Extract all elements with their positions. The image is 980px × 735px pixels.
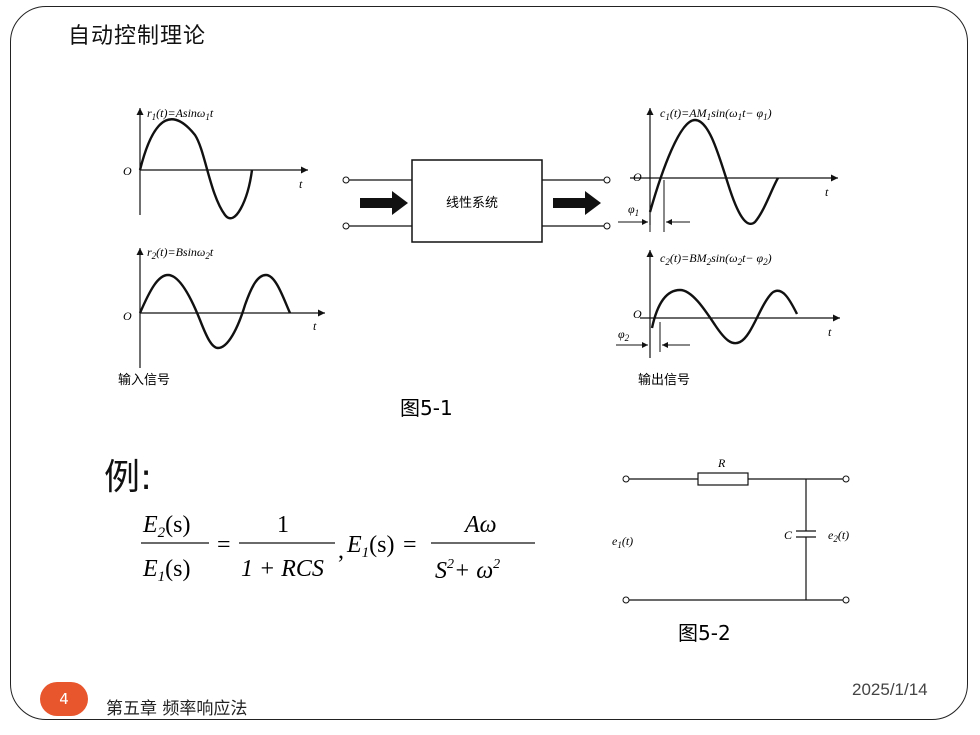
- input2-label: r2(t)=Bsinω2t: [147, 245, 214, 261]
- e1-label: e1(t): [612, 534, 633, 550]
- figure-5-2-rc-circuit: R C e1(t) e2(t) 图5-2: [612, 456, 850, 645]
- figure-5-1: r1(t)=Asinω1t O t r2(t)=Bsinω2t O t 线性系统: [118, 106, 840, 420]
- footer-date: 2025/1/14: [852, 680, 928, 699]
- figure-5-1-caption: 图5-1: [400, 396, 453, 420]
- eq-one: 1: [277, 512, 289, 538]
- eq-a-omega: Aω: [463, 512, 497, 538]
- input-signal-1-plot: r1(t)=Asinω1t O t: [123, 106, 308, 220]
- page-number-badge: 4: [40, 682, 88, 716]
- resistor: [697, 472, 749, 486]
- input1-t-label: t: [299, 177, 303, 191]
- eq-denominator: 1 + RCS: [241, 556, 324, 582]
- eq-comma: ,: [338, 538, 344, 564]
- eq-lhs-denominator: E1(s): [142, 556, 191, 585]
- output2-phi: φ2: [618, 327, 630, 343]
- input2-t-label: t: [313, 319, 317, 333]
- slide-frame: [10, 6, 968, 720]
- example-label: 例:: [104, 457, 153, 498]
- input-signals-label: 输入信号: [118, 372, 170, 388]
- output2-label: c2(t)=BM2sin(ω2t− φ2): [660, 251, 772, 267]
- slide-header-title: 自动控制理论: [68, 24, 207, 49]
- e2-label: e2(t): [828, 528, 849, 544]
- output-arrow: [553, 191, 601, 215]
- output1-phi: φ1: [628, 202, 639, 218]
- capacitor-label: C: [784, 528, 793, 542]
- input2-origin: O: [123, 309, 132, 323]
- input1-origin: O: [123, 164, 132, 178]
- system-label: 线性系统: [446, 196, 498, 211]
- input1-label: r1(t)=Asinω1t: [147, 106, 214, 122]
- eq-equals-2: =: [403, 532, 417, 558]
- eq-e1: E1(s): [346, 532, 395, 561]
- output1-wave: [648, 118, 780, 225]
- output2-wave: [650, 288, 799, 345]
- input-signal-2-plot: r2(t)=Bsinω2t O t: [123, 245, 325, 368]
- figure-5-2-caption: 图5-2: [678, 621, 731, 645]
- transfer-function-equation: E2(s) E1(s) = 1 1 + RCS , E1(s) = Aω S2+…: [141, 512, 535, 585]
- eq-s-squared-plus-omega-squared: S2+ ω2: [435, 557, 500, 584]
- output-signals-label: 输出信号: [638, 372, 690, 388]
- eq-equals-1: =: [217, 532, 231, 558]
- linear-system-block: 线性系统: [342, 159, 611, 243]
- input1-wave: [138, 118, 254, 220]
- input2-wave: [138, 273, 292, 350]
- output2-origin: O: [633, 307, 642, 321]
- output1-label: c1(t)=AM1sin(ω1t− φ1): [660, 106, 772, 122]
- output2-t-label: t: [828, 325, 832, 339]
- output1-t-label: t: [825, 185, 829, 199]
- output-signal-1-plot: c1(t)=AM1sin(ω1t− φ1) O t φ1: [618, 106, 838, 232]
- input-arrow: [360, 191, 408, 215]
- resistor-label: R: [717, 456, 726, 470]
- output-signal-2-plot: c2(t)=BM2sin(ω2t− φ2) O t φ2: [616, 250, 840, 358]
- output1-origin: O: [633, 170, 642, 184]
- footer-chapter-title: 第五章 频率响应法: [106, 699, 248, 719]
- eq-lhs-numerator: E2(s): [142, 512, 191, 541]
